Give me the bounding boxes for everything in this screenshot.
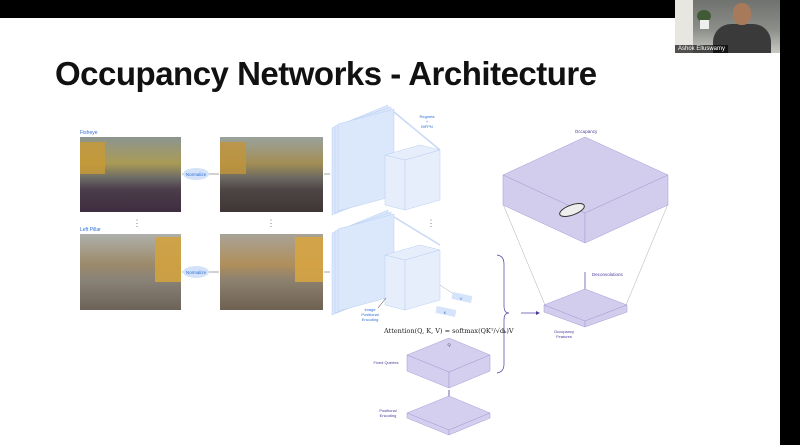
left-pillar-normalized-building [295,237,323,282]
brace [496,254,510,374]
occupancy-features-label-1: Occupancy [554,329,574,334]
feature-cube-1 [384,144,441,211]
participant-name: Ashok Elluswamy [675,45,729,53]
image-pos-enc-label-1: Image [364,307,376,312]
normalize-label-2: Normalize [186,270,207,275]
normalize-node-2 [183,266,209,278]
k-vector [435,305,457,317]
q-label: Q [447,342,450,347]
slide-title: Occupancy Networks - Architecture [55,55,597,92]
fisheye-building [80,142,105,174]
positional-encoding-block [406,395,491,436]
ellipsis-1: ⋮ [133,218,142,228]
plant [697,10,711,22]
feature-cube-2 [384,244,441,311]
occupancy-features-block [543,288,628,328]
occupancy-volume [502,136,669,244]
normalize-node-1 [183,168,209,180]
v-vector [451,291,473,303]
image-pos-enc-label-3: Encoding [362,317,379,322]
bifpn-label: BiFPN [421,124,433,129]
camera-label-fisheye: Fisheye [80,130,98,136]
attention-formula: Attention(Q, K, V) = softmax(QKᵀ/√dₖ)V [383,327,514,335]
ellipsis-2: ⋮ [267,218,276,228]
fisheye-normalized-building [220,142,246,174]
deconvolutions-label: Deconvolutions [592,272,624,277]
webcam-video: Ashok Elluswamy [675,0,780,53]
left-pillar-building [155,237,181,282]
occupancy-label: Occupancy [575,129,598,134]
positional-encoding-label-2: Encoding [380,413,397,418]
ego-car [559,203,585,217]
camera-label-left-pillar: Left Pillar [80,227,101,233]
v-label: V [460,296,463,301]
k-label: K [444,310,447,315]
occupancy-features-label-2: Features [556,334,572,339]
fixed-queries-label: Fixed Queries [374,360,399,365]
image-pos-enc-label-2: Positional [361,312,378,317]
regnets-plus: + [426,119,429,124]
ellipsis-3: ⋮ [427,218,436,228]
regnets-label: Regnets [420,114,435,119]
positional-encoding-label-1: Positional [379,408,396,413]
feature-stack-1 [331,104,395,216]
normalize-label-1: Normalize [186,172,207,177]
feature-stack-2 [331,209,395,316]
fixed-queries-block [406,337,491,389]
